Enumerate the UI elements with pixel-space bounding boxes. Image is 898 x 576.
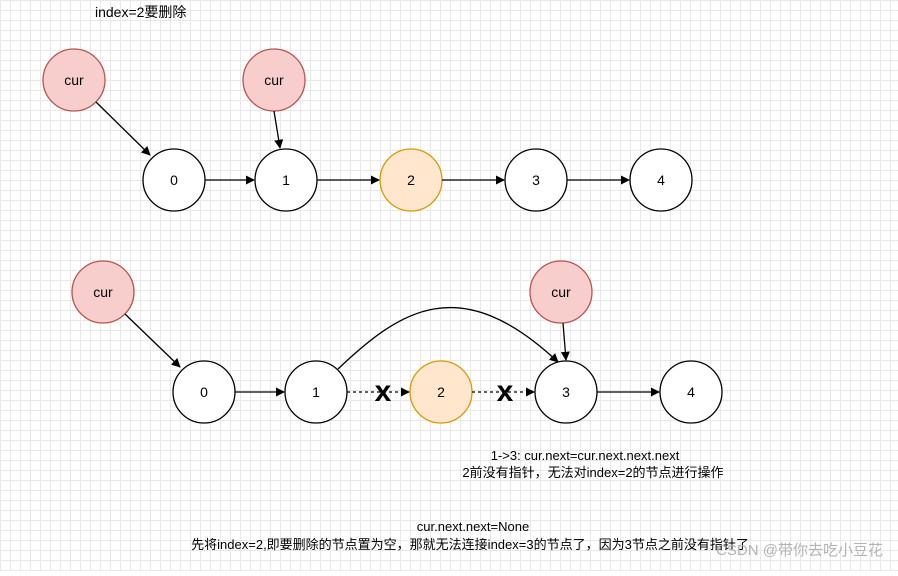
top-node-3-label: 3 — [532, 172, 540, 188]
bottom-cur-label-2: cur — [551, 284, 571, 300]
top-title: index=2要删除 — [95, 4, 186, 20]
bottom-node-0: 0 — [172, 360, 236, 424]
top-node-1-label: 1 — [282, 172, 290, 188]
cross-mark-2: x — [497, 375, 514, 408]
bottom-bypass-arc — [337, 306, 559, 370]
top-cur1-arrow — [95, 101, 151, 156]
bottom-node-1: 1 — [284, 360, 348, 424]
bottom-node-3-label: 3 — [562, 384, 570, 400]
bottom-cur-node-2: cur — [529, 260, 593, 324]
bottom-cur-label-1: cur — [93, 284, 113, 300]
top-node-0: 0 — [142, 148, 206, 212]
footer-line-1: cur.next.next=None — [417, 519, 529, 534]
top-node-2: 2 — [379, 148, 443, 212]
bottom-node-3: 3 — [534, 360, 598, 424]
top-node-4: 4 — [629, 148, 693, 212]
top-cur-node-2: cur — [242, 48, 306, 112]
top-node-1: 1 — [254, 148, 318, 212]
bottom-node-4-label: 4 — [687, 384, 695, 400]
watermark: CSDN @带你去吃小豆花 — [716, 542, 883, 559]
top-cur2-arrow — [273, 110, 284, 149]
note-line-1: 1->3: cur.next=cur.next.next.next — [491, 448, 680, 463]
top-node-0-label: 0 — [170, 172, 178, 188]
bottom-node-1-label: 1 — [312, 384, 320, 400]
top-node-2-label: 2 — [407, 172, 415, 188]
cross-mark-1: x — [375, 375, 392, 408]
top-node-3: 3 — [504, 148, 568, 212]
top-cur-label-2: cur — [264, 72, 284, 88]
top-cur-label-1: cur — [64, 72, 84, 88]
bottom-cur1-arrow — [124, 313, 181, 368]
footer-line-2: 先将index=2,即要删除的节点置为空，那就无法连接index=3的节点了，因… — [191, 537, 749, 552]
bottom-node-2: 2 — [409, 360, 473, 424]
bottom-cur-node-1: cur — [71, 260, 135, 324]
bottom-cur2-arrow — [560, 322, 570, 361]
bottom-node-4: 4 — [659, 360, 723, 424]
bottom-node-0-label: 0 — [200, 384, 208, 400]
note-line-2: 2前没有指针，无法对index=2的节点进行操作 — [462, 465, 723, 480]
bottom-node-2-label: 2 — [437, 384, 445, 400]
top-node-4-label: 4 — [657, 172, 665, 188]
top-cur-node-1: cur — [42, 48, 106, 112]
